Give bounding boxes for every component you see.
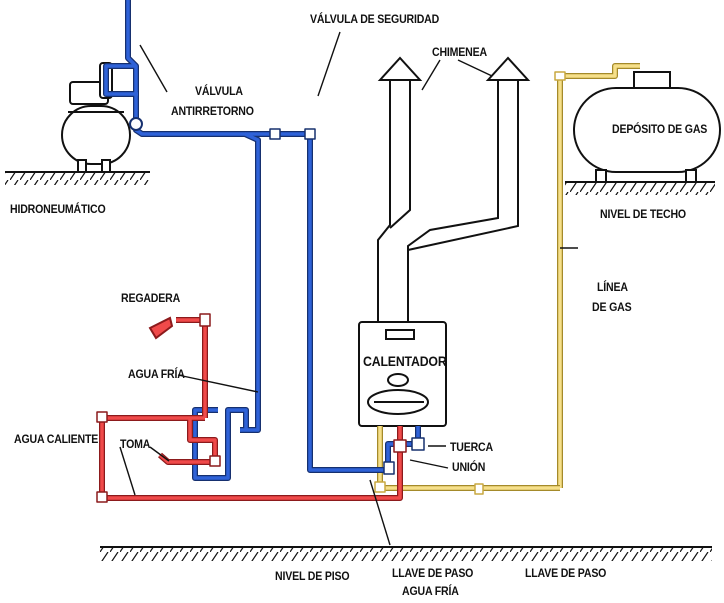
label-regadera: REGADERA xyxy=(121,291,181,305)
label-union: UNIÓN xyxy=(452,460,486,474)
leader-lines xyxy=(119,31,578,546)
label-llave-paso: LLAVE DE PASO xyxy=(525,566,607,580)
label-llave-paso-agua-fria-line1: LLAVE DE PASO xyxy=(392,566,474,580)
hot-water-line xyxy=(96,313,407,503)
label-deposito-gas: DEPÓSITO DE GAS xyxy=(612,122,708,136)
hydropneumatic-tank xyxy=(61,62,131,173)
label-linea-gas-line2: DE GAS xyxy=(592,300,632,314)
chimney xyxy=(377,56,531,323)
label-calentador: CALENTADOR xyxy=(363,353,447,369)
gas-line xyxy=(374,63,640,495)
label-nivel-piso: NIVEL DE PISO xyxy=(275,569,350,583)
shower-head xyxy=(148,316,174,340)
label-llave-paso-agua-fria-line2: AGUA FRÍA xyxy=(402,584,459,598)
label-valvula-antirretorno-line2: ANTIRRETORNO xyxy=(171,104,254,118)
label-valvula-antirretorno-line1: VÁLVULA xyxy=(195,84,243,98)
gas-tank xyxy=(573,71,721,183)
label-toma: TOMA xyxy=(120,437,151,451)
label-valvula-seguridad: VÁLVULA DE SEGURIDAD xyxy=(310,12,440,26)
label-linea-gas-line1: LÍNEA xyxy=(597,280,628,294)
roof-level-right xyxy=(565,181,715,195)
roof-level-left xyxy=(5,171,150,185)
water-heater xyxy=(358,321,447,427)
label-nivel-techo: NIVEL DE TECHO xyxy=(600,207,686,221)
label-chimenea: CHIMENEA xyxy=(432,45,487,59)
label-tuerca: TUERCA xyxy=(450,440,493,454)
label-agua-fria: AGUA FRÍA xyxy=(128,367,185,381)
label-hidroneumatico: HIDRONEUMÁTICO xyxy=(10,202,106,216)
floor-level xyxy=(100,546,712,561)
label-agua-caliente: AGUA CALIENTE xyxy=(14,432,99,446)
cold-water-line xyxy=(103,0,425,481)
